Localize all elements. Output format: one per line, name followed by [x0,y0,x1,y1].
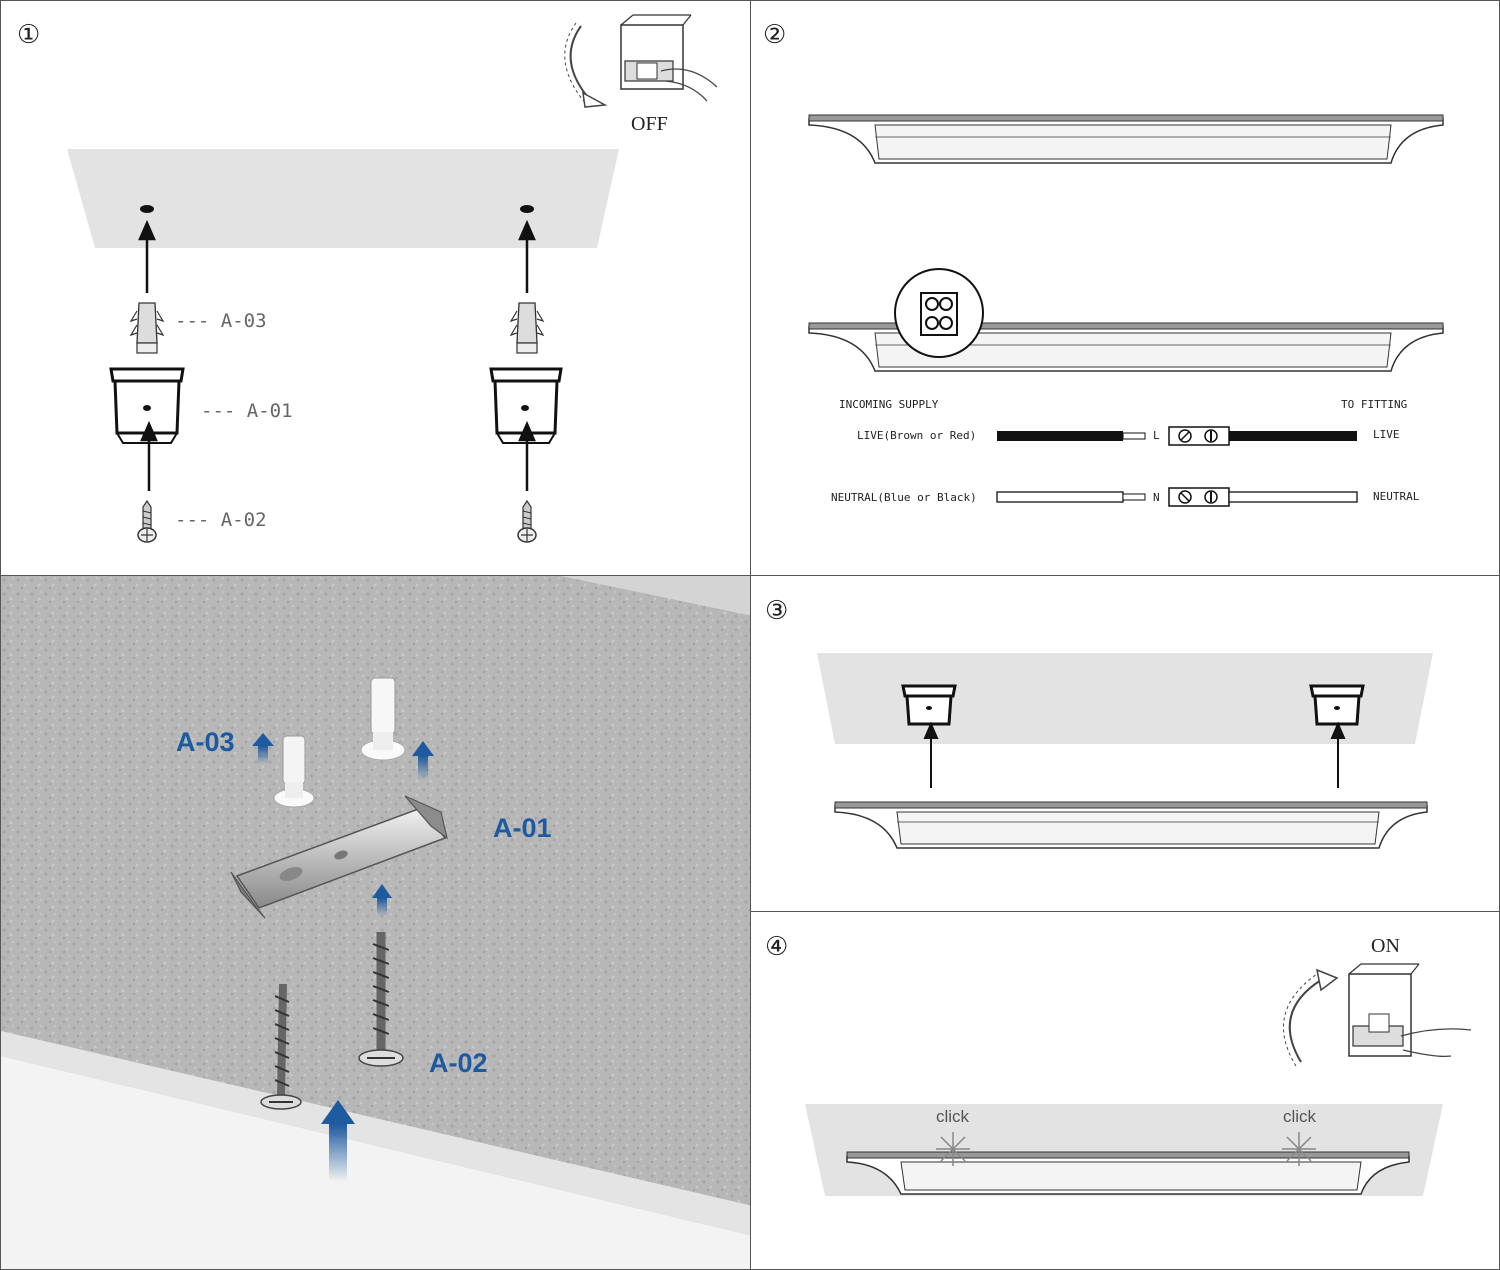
step-number-2: ② [763,20,786,50]
terminal-block-zoom-icon [894,268,984,358]
live-wire [997,426,1357,446]
blue-arrow-anchor-right-icon [412,741,434,780]
mounting-clip-right-icon [489,367,563,444]
blue-arrow-bracket-icon [372,884,392,916]
blue-arrow-large-icon [321,1100,355,1182]
blue-arrow-anchor-left-icon [252,733,274,764]
mounted-clip-right-icon [1309,684,1365,726]
ceiling-surface-3 [817,653,1433,744]
mounted-clip-left-icon [901,684,957,726]
step-number-4: ④ [765,932,788,962]
wall-edge [1,1056,751,1269]
live-terminal-mark: L [1153,429,1160,442]
a01-photo-label: A-01 [493,813,552,843]
a03-photo-label: A-03 [176,727,235,757]
drill-hole-right [520,205,534,213]
step-number-3: ③ [765,596,788,626]
neutral-in-label: NEUTRAL(Blue or Black) [831,491,977,504]
wall-anchor-right-icon [509,302,545,354]
neutral-wire [996,487,1358,507]
a02-label: --- A-02 [175,509,267,531]
live-out-label: LIVE [1373,428,1400,441]
click-burst-right-icon [1282,1132,1316,1166]
screw-photo-left-icon [260,983,302,1110]
wall-anchor-left-icon [129,302,165,354]
light-fixture-4 [846,1151,1410,1195]
a01-label: --- A-01 [201,400,293,422]
on-label: ON [1371,935,1400,957]
step-2-panel: ② INCOMING SUPPLY TO FITTING LIVE(Brown … [750,0,1500,577]
light-fixture-top [808,114,1444,164]
incoming-supply-label: INCOMING SUPPLY [839,398,939,411]
step-4-panel: ④ ON click click [750,911,1500,1270]
neutral-terminal-mark: N [1153,491,1160,504]
step-1-panel: ① OFF --- A-03 [0,0,752,577]
a03-label: --- A-03 [175,310,267,332]
click-right-label: click [1283,1107,1317,1126]
step-number-1: ① [17,20,40,50]
a02-photo-label: A-02 [429,1048,488,1078]
click-left-label: click [936,1107,970,1126]
mounting-clip-left-icon [109,367,185,444]
light-fixture-3 [834,801,1428,849]
off-label: OFF [631,113,668,135]
ceiling-surface [67,149,619,248]
neutral-out-label: NEUTRAL [1373,490,1420,503]
live-in-label: LIVE(Brown or Red) [857,429,976,442]
screw-photo-right-icon [358,932,404,1067]
to-fitting-label: TO FITTING [1341,398,1407,411]
screw-left-icon [137,499,157,543]
installation-photo-panel: A-03 A-01 A-02 [0,575,752,1270]
screw-right-icon [517,499,537,543]
click-burst-left-icon [936,1132,970,1166]
breaker-switch-on-icon [1283,963,1472,1067]
step-3-panel: ③ [750,575,1500,913]
drill-hole-left [140,205,154,213]
wall-anchor-small-icon [273,735,315,808]
mounting-clip-photo [230,795,448,919]
wall-anchor-large-icon [360,677,406,761]
breaker-switch-off-icon [564,14,718,108]
